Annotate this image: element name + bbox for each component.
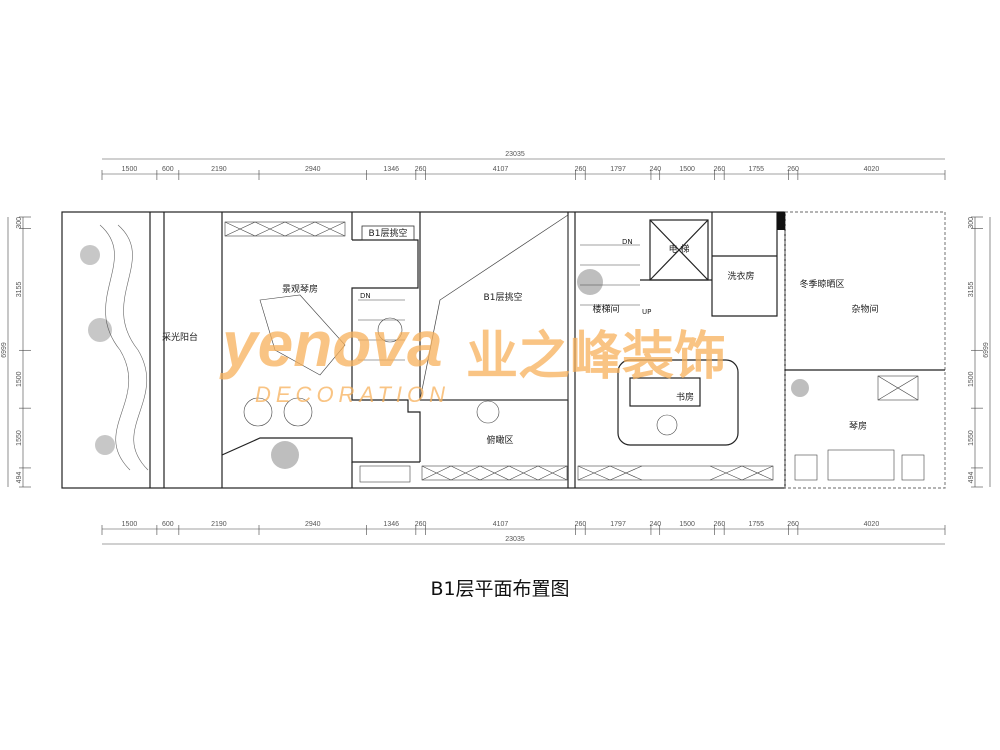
right-segment-label: 300 bbox=[968, 217, 975, 229]
room-study: 书房 bbox=[676, 391, 694, 403]
stair-down-label: DN bbox=[360, 292, 371, 300]
room-void-large: B1层挑空 bbox=[484, 291, 523, 303]
top-segment-label: 2190 bbox=[211, 166, 227, 173]
top-total-dim: 23035 bbox=[505, 151, 525, 158]
bottom-dimension bbox=[101, 525, 946, 545]
top-segment-label: 600 bbox=[162, 166, 174, 173]
top-segment-label: 260 bbox=[714, 166, 726, 173]
watermark-sub: DECORATION bbox=[255, 382, 450, 407]
top-segment-label: 1346 bbox=[383, 166, 399, 173]
watermark-brand-cn: 业之峰装饰 bbox=[466, 327, 726, 387]
top-segment-label: 260 bbox=[787, 166, 799, 173]
room-elevator: 电 梯 bbox=[669, 243, 690, 255]
void-label-box bbox=[361, 225, 415, 241]
room-stairwell: 楼梯间 bbox=[592, 303, 619, 315]
top-dimension bbox=[101, 158, 946, 180]
side-dimensions bbox=[7, 216, 991, 488]
top-segment-label: 260 bbox=[575, 166, 587, 173]
stair-up-label: UP bbox=[642, 308, 651, 316]
bottom-segment-label: 1755 bbox=[748, 521, 764, 528]
left-segment-label: 300 bbox=[16, 217, 23, 229]
top-segment-label: 260 bbox=[415, 166, 427, 173]
room-laundry: 洗衣房 bbox=[727, 270, 754, 282]
top-segment-label: 4107 bbox=[493, 166, 509, 173]
bottom-segment-label: 4020 bbox=[864, 521, 880, 528]
bottom-segment-label: 260 bbox=[714, 521, 726, 528]
bottom-segment-label: 2940 bbox=[305, 521, 321, 528]
windows-and-furniture bbox=[99, 221, 925, 483]
right-segment-label: 1500 bbox=[968, 371, 975, 387]
watermark-logo: yenova DECORATION 业之峰装饰 bbox=[219, 308, 726, 407]
column bbox=[777, 212, 785, 230]
top-segment-label: 1500 bbox=[122, 166, 138, 173]
room-piano: 琴房 bbox=[849, 420, 867, 432]
void-outline bbox=[419, 214, 569, 401]
watermark-brand-en: yenova bbox=[219, 308, 443, 380]
top-segment-label: 2940 bbox=[305, 166, 321, 173]
left-segment-label: 494 bbox=[16, 472, 23, 484]
right-total-dim: 6999 bbox=[983, 342, 990, 358]
top-segment-label: 4020 bbox=[864, 166, 880, 173]
left-total-dim: 6999 bbox=[1, 342, 8, 358]
bottom-segment-label: 260 bbox=[787, 521, 799, 528]
bottom-segment-label: 240 bbox=[649, 521, 661, 528]
left-segment-label: 3155 bbox=[16, 282, 23, 298]
right-segment-label: 494 bbox=[968, 472, 975, 484]
bottom-segment-label: 1346 bbox=[383, 521, 399, 528]
plants bbox=[80, 245, 809, 469]
bottom-segment-label: 2190 bbox=[211, 521, 227, 528]
top-segment-label: 240 bbox=[649, 166, 661, 173]
left-segment-label: 1550 bbox=[16, 430, 23, 446]
room-overlook: 俯瞰区 bbox=[486, 434, 513, 446]
top-segment-label: 1797 bbox=[610, 166, 626, 173]
top-segment-label: 1755 bbox=[748, 166, 764, 173]
drawing-title: B1层平面布置图 bbox=[430, 578, 570, 600]
bottom-segment-label: 1500 bbox=[679, 521, 695, 528]
bottom-segment-label: 260 bbox=[575, 521, 587, 528]
room-storage: 杂物间 bbox=[851, 303, 878, 315]
top-segment-label: 1500 bbox=[679, 166, 695, 173]
right-segment-label: 3155 bbox=[968, 282, 975, 298]
stair-down-label-2: DN bbox=[622, 238, 633, 246]
bottom-total-dim: 23035 bbox=[505, 536, 525, 543]
room-drying: 冬季晾晒区 bbox=[799, 278, 844, 290]
left-segment-label: 1500 bbox=[16, 371, 23, 387]
bottom-segment-label: 1500 bbox=[122, 521, 138, 528]
room-void-small: B1层挑空 bbox=[369, 227, 408, 239]
bottom-segment-label: 1797 bbox=[610, 521, 626, 528]
bottom-segment-label: 600 bbox=[162, 521, 174, 528]
right-segment-label: 1550 bbox=[968, 430, 975, 446]
room-balcony: 采光阳台 bbox=[162, 331, 198, 343]
bottom-segment-label: 260 bbox=[415, 521, 427, 528]
room-piano-view: 景观琴房 bbox=[282, 283, 318, 295]
bottom-segment-label: 4107 bbox=[493, 521, 509, 528]
